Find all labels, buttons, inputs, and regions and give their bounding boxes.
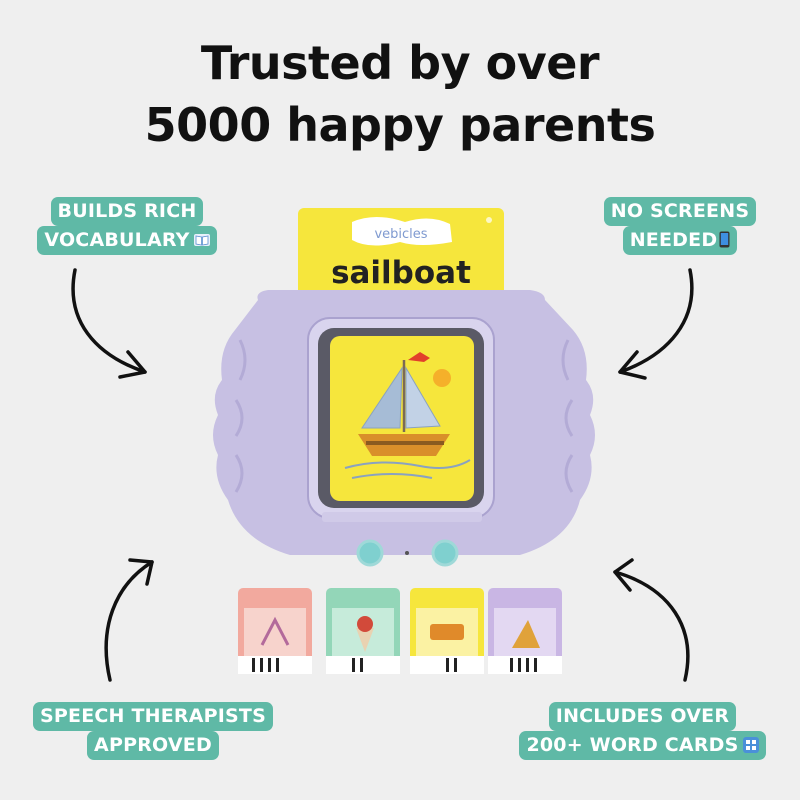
badge-text: 200+ WORD CARDS xyxy=(526,734,739,756)
headline-line-1: Trusted by over xyxy=(200,36,600,90)
mobile-phone-icon xyxy=(719,228,730,248)
badge-text: VOCABULARY xyxy=(44,229,190,251)
headline: Trusted by over 5000 happy parents xyxy=(0,32,800,156)
device-body xyxy=(213,290,595,567)
open-book-icon xyxy=(193,228,210,246)
badge-text: APPROVED xyxy=(87,731,219,760)
badge-text: NO SCREENS xyxy=(603,197,757,226)
card-word-label: sailboat xyxy=(331,255,471,291)
card-category-label: vebicles xyxy=(374,227,427,242)
abcd-letters-icon xyxy=(742,733,759,753)
word-card-pink xyxy=(238,588,312,674)
badge-text: BUILDS RICH xyxy=(50,197,204,226)
badge-speech-therapists: SPEECH THERAPISTS APPROVED xyxy=(18,702,288,760)
arrow-top-right xyxy=(618,268,694,374)
arrow-bottom-left xyxy=(104,560,154,682)
badge-text: INCLUDES OVER xyxy=(548,702,737,731)
badge-word-cards: INCLUDES OVER 200+ WORD CARDS xyxy=(500,702,785,760)
badge-text: SPEECH THERAPISTS xyxy=(33,702,273,731)
sailboat-illustration xyxy=(344,352,471,479)
sample-word-cards xyxy=(238,588,562,674)
badge-builds-vocabulary: BUILDS RICH VOCABULARY xyxy=(22,197,232,255)
word-card-purple xyxy=(488,588,562,674)
word-card-green xyxy=(326,588,400,674)
word-card-yellow xyxy=(410,588,484,674)
inserted-word-card xyxy=(298,208,504,308)
arrow-top-left xyxy=(71,268,147,374)
badge-no-screens: NO SCREENS NEEDED xyxy=(585,197,775,255)
badge-text: NEEDED xyxy=(629,229,718,251)
arrow-bottom-right xyxy=(613,570,690,682)
headline-line-2: 5000 happy parents xyxy=(144,98,656,152)
